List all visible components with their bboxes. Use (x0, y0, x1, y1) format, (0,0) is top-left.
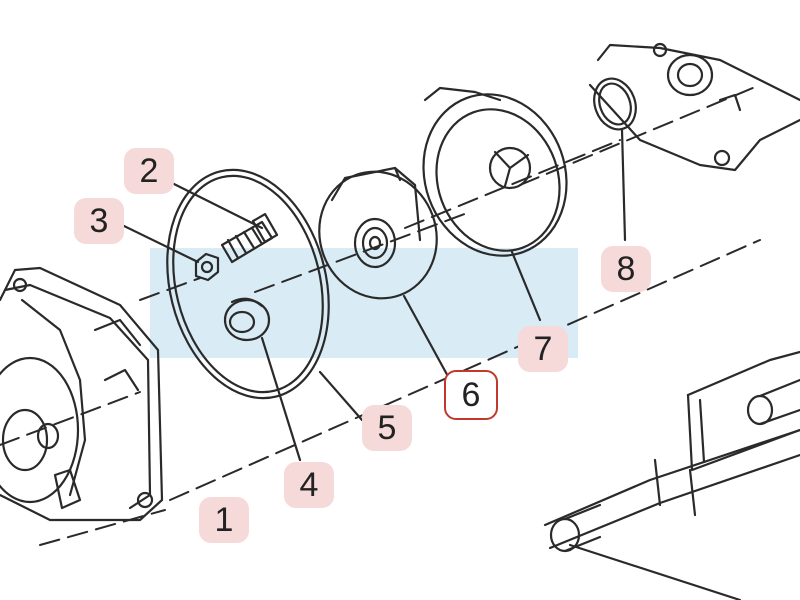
part-7-volute-plate (422, 86, 568, 322)
part-5-gasket (166, 168, 364, 422)
part-1-pump-head (0, 266, 164, 522)
part-8-seal-ring (593, 77, 637, 242)
part-3-nut (120, 223, 220, 282)
callout-2: 2 (124, 148, 174, 194)
callout-1: 1 (199, 497, 249, 543)
callout-5: 5 (362, 405, 412, 451)
callout-8: 8 (601, 246, 651, 292)
part-2-screw (168, 180, 279, 264)
callout-7: 7 (518, 326, 568, 372)
motor-housing (588, 42, 800, 172)
mounting-bracket (543, 350, 800, 600)
highlight-band (150, 248, 578, 358)
part-6-impeller (318, 166, 452, 382)
callout-6: 6 (444, 370, 498, 420)
callout-4: 4 (284, 462, 334, 508)
part-4-bushing (223, 297, 302, 462)
callout-3: 3 (74, 198, 124, 244)
